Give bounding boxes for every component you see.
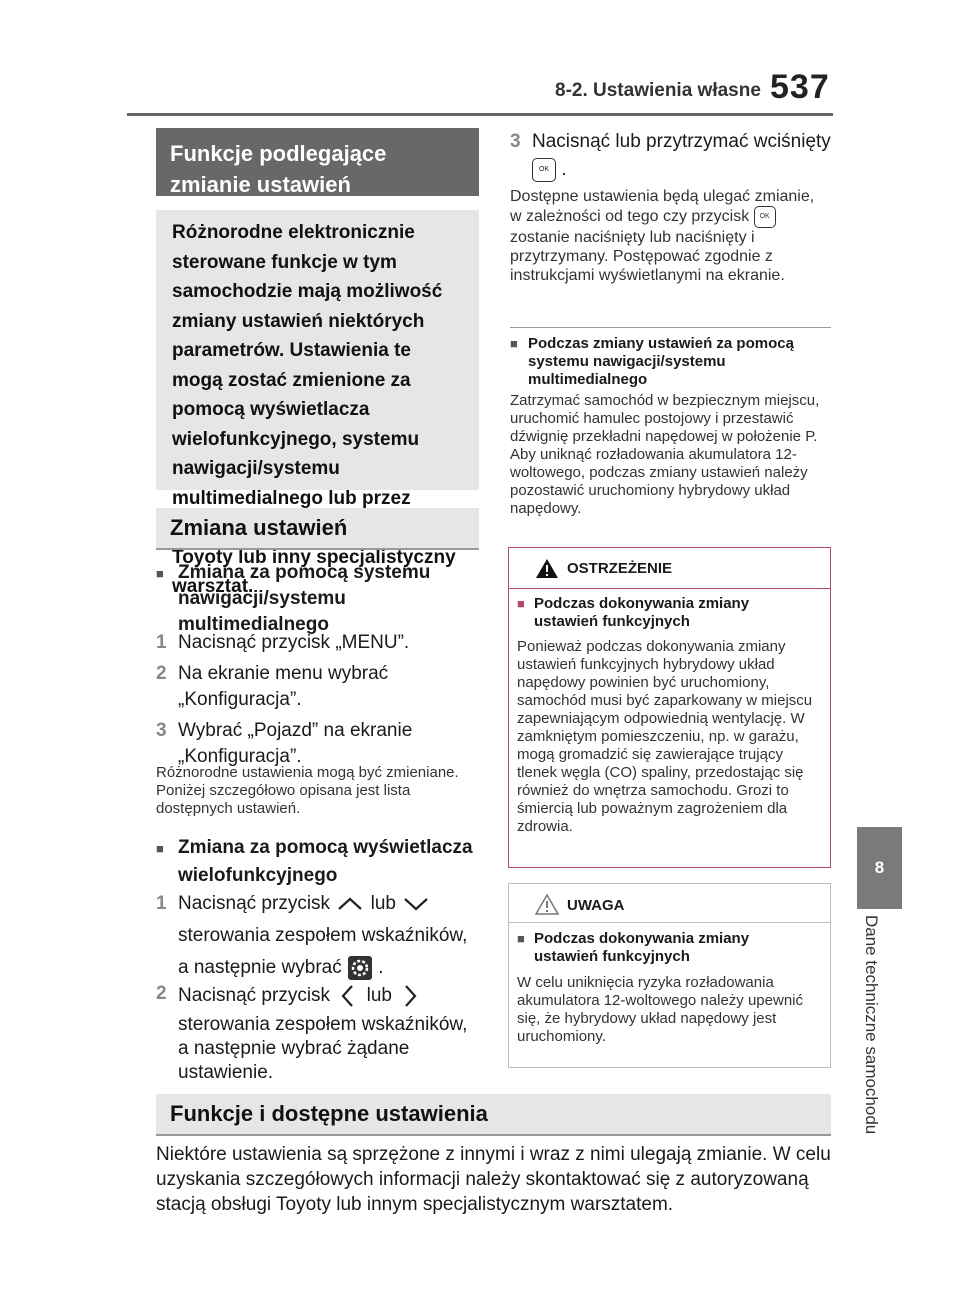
- period: .: [561, 159, 567, 180]
- notice-box: UWAGA ■ Podczas dokonywania zmiany ustaw…: [508, 883, 831, 1068]
- warning-box: OSTRZEŻENIE ■ Podczas dokonywania zmiany…: [508, 547, 831, 868]
- chevron-right-icon: [405, 985, 417, 1007]
- period: .: [378, 957, 384, 978]
- info-text: Zatrzymać samochód w bezpiecznym miejscu…: [510, 392, 820, 517]
- header-rule: [127, 113, 833, 116]
- step-number: 2: [156, 983, 167, 1004]
- chevron-left-icon: [341, 985, 354, 1007]
- subheading-navigation: ■ Zmiana za pomocą systemu nawigacji/sys…: [156, 560, 481, 638]
- text: Podczas dokonywania zmiany ustawień funk…: [534, 595, 750, 630]
- subheading-display: ■ Zmiana za pomocą wyświetlacza wielofun…: [156, 834, 481, 890]
- step-item: 3 Wybrać „Pojazd” na ekranie „Konfigurac…: [156, 718, 481, 770]
- text: Podczas dokonywania zmiany ustawień funk…: [534, 930, 750, 965]
- intro-box: Różnorodne elektronicznie sterowane funk…: [156, 210, 479, 597]
- notice-triangle-icon: [534, 893, 560, 920]
- ok-button-icon: OK: [532, 157, 556, 182]
- divider: [509, 922, 830, 923]
- section-title: 8-2. Ustawienia własne: [555, 80, 761, 101]
- heading-functions: Funkcje podlegające zmianie ustawień: [156, 128, 479, 197]
- lub-text: lub: [366, 985, 392, 1006]
- bottom-paragraph: Niektóre ustawienia są sprzężone z innym…: [156, 1144, 831, 1215]
- step-number: 2: [156, 663, 167, 684]
- subheading-text: Zmiana za pomocą systemu nawigacji/syste…: [178, 562, 431, 635]
- step-number: 1: [156, 632, 167, 653]
- step-list-1: 1 Nacisnąć przycisk „MENU”. 2 Na ekranie…: [156, 630, 481, 770]
- lub-text: lub: [370, 893, 396, 914]
- square-bullet-icon: ■: [517, 931, 525, 946]
- step-2-2: 2 Nacisnąć przycisk lub sterowania zespo…: [156, 981, 481, 1085]
- step-text: Nacisnąć przycisk: [178, 893, 331, 914]
- step-item: 1 Nacisnąć przycisk „MENU”.: [156, 630, 481, 656]
- square-bullet-icon: ■: [510, 336, 518, 351]
- square-bullet-icon: ■: [517, 596, 525, 611]
- ok-button-icon: OK: [753, 206, 776, 228]
- square-bullet-icon: ■: [156, 841, 164, 856]
- notice-heading: ■ Podczas dokonywania zmiany ustawień fu…: [517, 930, 817, 966]
- warning-triangle-icon: [535, 558, 559, 584]
- notice-title: UWAGA: [567, 897, 625, 914]
- heading-change-settings: Zmiana ustawień: [156, 508, 479, 550]
- step-text: sterowania zespołem wskaźników,: [178, 925, 468, 946]
- step-text: sterowania zespołem wskaźników, a następ…: [178, 1014, 468, 1083]
- text: Dostępne ustawienia będą ulegać zmianie,…: [510, 188, 815, 226]
- step-text: Nacisnąć przycisk „MENU”.: [178, 632, 410, 653]
- step-number: 3: [156, 720, 167, 741]
- warning-heading: ■ Podczas dokonywania zmiany ustawień fu…: [517, 595, 817, 631]
- note-settings: Różnorodne ustawienia mogą być zmieniane…: [156, 764, 459, 817]
- chapter-label: Dane techniczne samochodu: [862, 915, 881, 1135]
- warning-title: OSTRZEŻENIE: [567, 560, 673, 577]
- text: zostanie naciśnięty lub naciśnięty i prz…: [510, 229, 785, 284]
- settings-gear-icon: [348, 955, 372, 980]
- step-text: Nacisnąć lub przytrzymać wciśnięty: [532, 131, 831, 152]
- subheading-text: Zmiana za pomocą wyświetlacza wielofunkc…: [178, 837, 473, 886]
- page-number: 537: [770, 68, 830, 106]
- notice-text: W celu uniknięcia ryzyka rozładowania ak…: [517, 974, 803, 1045]
- info-heading: ■ Podczas zmiany ustawień za pomocą syst…: [510, 335, 830, 389]
- step-text: Nacisnąć przycisk: [178, 985, 331, 1006]
- step-2-1: 1 Nacisnąć przycisk lub sterowania zespo…: [156, 888, 481, 984]
- divider: [510, 327, 831, 328]
- step-3: 3 Nacisnąć lub przytrzymać wciśnięty OK …: [510, 128, 835, 184]
- chapter-tab: 8: [857, 827, 902, 909]
- warning-text: Ponieważ podczas dokonywania zmiany usta…: [517, 638, 813, 835]
- square-bullet-icon: ■: [156, 566, 164, 581]
- step-item: 2 Na ekranie menu wybrać „Konfiguracja”.: [156, 661, 481, 713]
- step-text: Wybrać „Pojazd” na ekranie „Konfiguracja…: [178, 720, 413, 767]
- heading-functions-available: Funkcje i dostępne ustawienia: [156, 1094, 831, 1136]
- step-text: a następnie wybrać: [178, 957, 342, 978]
- divider: [509, 588, 830, 589]
- paragraph-ok: Dostępne ustawienia będą ulegać zmianie,…: [510, 187, 828, 285]
- step-text: Na ekranie menu wybrać „Konfiguracja”.: [178, 663, 389, 710]
- chevron-up-icon: [338, 897, 363, 910]
- step-number: 1: [156, 893, 167, 914]
- step-number: 3: [510, 131, 521, 152]
- chevron-down-icon: [404, 898, 428, 911]
- text: Podczas zmiany ustawień za pomocą system…: [528, 335, 794, 388]
